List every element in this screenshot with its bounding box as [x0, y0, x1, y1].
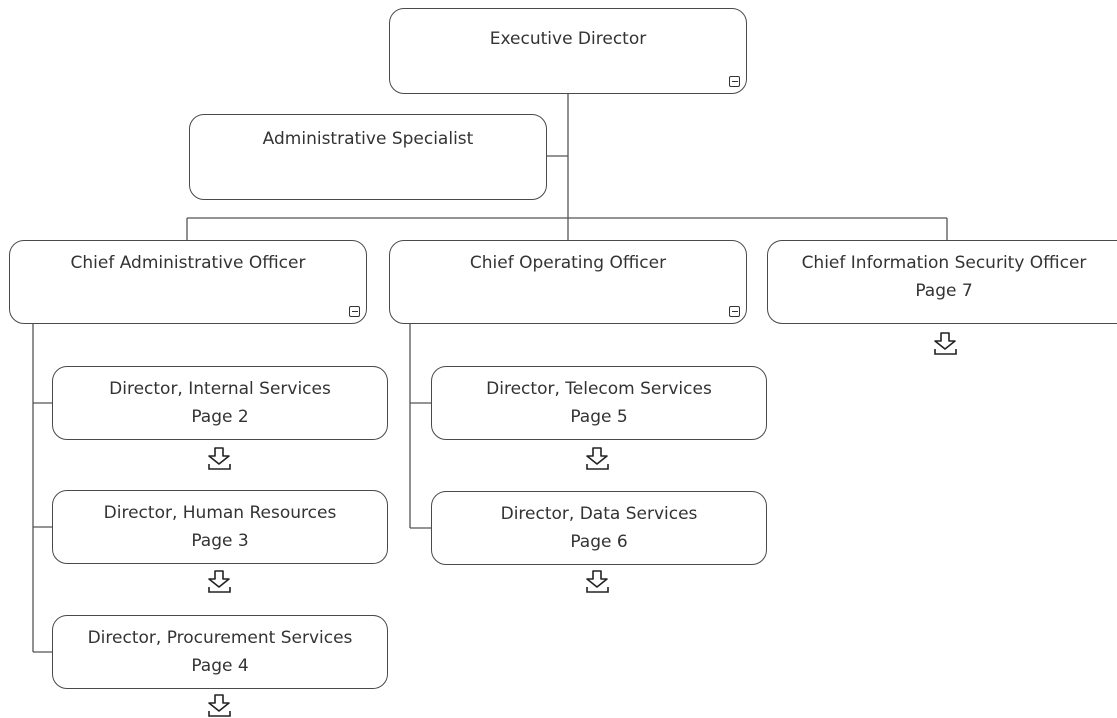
node-director-internal-services[interactable]: Director, Internal Services Page 2 [52, 366, 388, 440]
node-title: Director, Data Services [500, 504, 698, 524]
collapse-icon[interactable] [729, 306, 740, 317]
drilldown-arrow-icon[interactable] [206, 570, 234, 594]
node-title: Director, Internal Services [109, 379, 331, 399]
drilldown-arrow-icon[interactable] [206, 694, 234, 718]
node-title: Director, Procurement Services [87, 628, 353, 648]
node-title: Executive Director [489, 29, 647, 49]
drilldown-arrow-icon[interactable] [206, 447, 234, 471]
node-page-ref: Page 4 [191, 656, 249, 676]
node-director-human-resources[interactable]: Director, Human Resources Page 3 [52, 490, 388, 564]
node-director-procurement-services[interactable]: Director, Procurement Services Page 4 [52, 615, 388, 689]
node-page-ref: Page 6 [570, 532, 628, 552]
node-chief-administrative-officer[interactable]: Chief Administrative Officer [9, 240, 367, 324]
collapse-icon[interactable] [729, 76, 740, 87]
node-title: Chief Information Security Officer [801, 253, 1087, 273]
drilldown-arrow-icon[interactable] [932, 332, 960, 356]
node-page-ref: Page 7 [915, 281, 973, 301]
node-title: Administrative Specialist [262, 129, 474, 149]
node-director-telecom-services[interactable]: Director, Telecom Services Page 5 [431, 366, 767, 440]
node-title: Director, Human Resources [103, 503, 337, 523]
node-director-data-services[interactable]: Director, Data Services Page 6 [431, 491, 767, 565]
node-page-ref: Page 3 [191, 531, 249, 551]
node-chief-information-security-officer[interactable]: Chief Information Security Officer Page … [767, 240, 1117, 324]
node-page-ref: Page 2 [191, 407, 249, 427]
collapse-icon[interactable] [349, 306, 360, 317]
node-title: Chief Operating Officer [469, 253, 667, 273]
node-executive-director[interactable]: Executive Director [389, 8, 747, 94]
node-administrative-specialist[interactable]: Administrative Specialist [189, 114, 547, 200]
node-title: Director, Telecom Services [486, 379, 712, 399]
node-title: Chief Administrative Officer [70, 253, 306, 273]
drilldown-arrow-icon[interactable] [584, 570, 612, 594]
node-page-ref: Page 5 [570, 407, 628, 427]
drilldown-arrow-icon[interactable] [584, 447, 612, 471]
node-chief-operating-officer[interactable]: Chief Operating Officer [389, 240, 747, 324]
